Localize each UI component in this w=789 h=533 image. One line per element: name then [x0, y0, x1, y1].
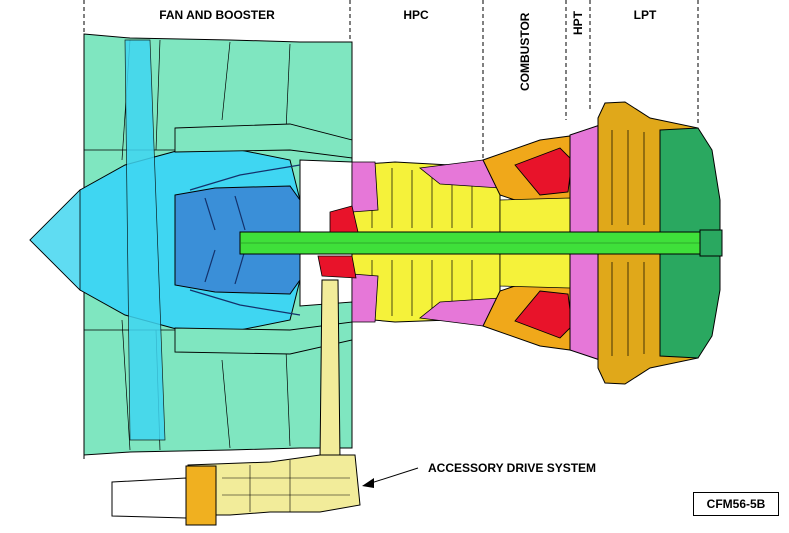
radial-drive-shaft — [319, 279, 341, 461]
spinner-tip — [29, 189, 81, 291]
callout-arrow — [362, 467, 419, 488]
hpc-inlet-bottom — [351, 273, 379, 323]
booster-casing-top — [174, 123, 353, 159]
engine-model-badge: CFM56-5B — [693, 492, 779, 516]
label-lpt: LPT — [634, 8, 657, 22]
accessory-gearbox-lines — [222, 460, 350, 512]
bearing-front-top — [329, 205, 359, 233]
hpc-inlet-top — [351, 161, 379, 213]
label-fan-and-booster: FAN AND BOOSTER — [159, 8, 275, 22]
booster — [174, 185, 301, 295]
bearing-front-bottom — [317, 255, 357, 279]
shaft-end — [699, 229, 723, 257]
label-hpc: HPC — [403, 8, 429, 22]
label-combustor: COMBUSTOR — [518, 12, 532, 91]
fan-blade-root — [124, 39, 166, 441]
booster-stator-lines — [189, 164, 301, 316]
label-hpt: HPT — [571, 10, 585, 35]
accessory-gear — [185, 465, 217, 526]
label-accessory-drive-system: ACCESSORY DRIVE SYSTEM — [428, 461, 596, 475]
accessory-starter — [111, 477, 187, 519]
